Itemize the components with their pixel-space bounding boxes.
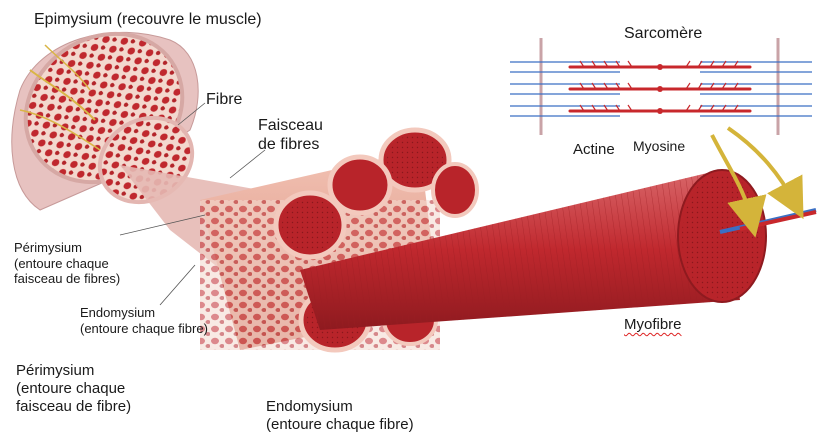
- label-faisceau: Faisceau de fibres: [258, 116, 323, 154]
- label-endomysium-small: Endomysium (entoure chaque fibre): [80, 305, 208, 336]
- label-actine: Actine: [573, 141, 615, 159]
- label-myofibre: Myofibre: [624, 316, 682, 334]
- label-epimysium: Epimysium (recouvre le muscle): [34, 10, 262, 29]
- blank-panel: [450, 335, 818, 436]
- sarcomere-schematic: [510, 38, 812, 135]
- label-endomysium-large: Endomysium (entoure chaque fibre): [266, 398, 414, 434]
- label-myosine: Myosine: [633, 138, 685, 155]
- label-perimysium-large: Périmysium (entoure chaque faisceau de f…: [16, 362, 131, 416]
- label-perimysium-small: Périmysium (entoure chaque faisceau de f…: [14, 240, 120, 287]
- label-fibre: Fibre: [206, 90, 242, 109]
- label-sarcomere: Sarcomère: [624, 24, 702, 43]
